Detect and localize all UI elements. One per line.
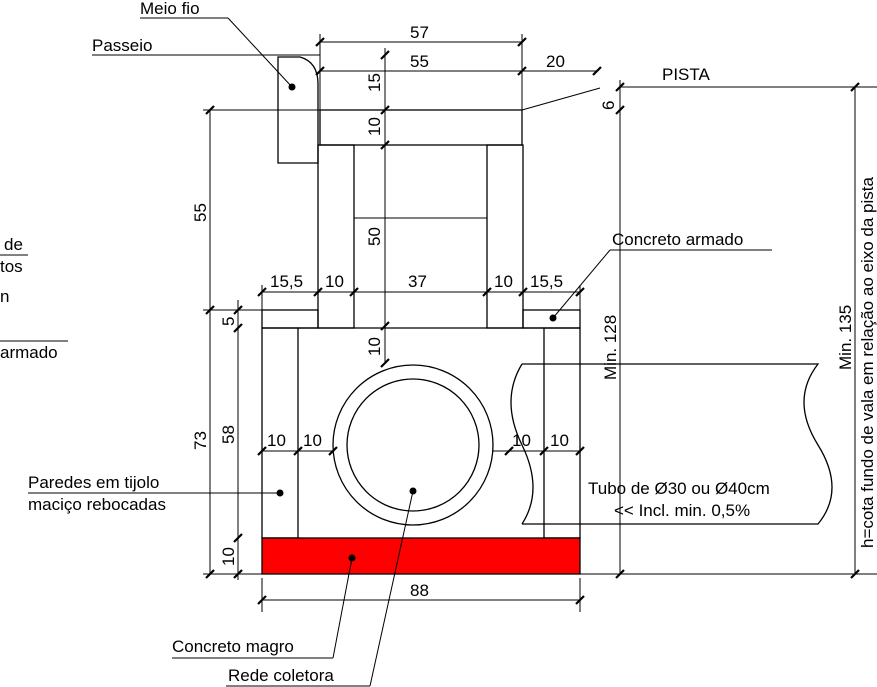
dim-10-base: 10 (219, 547, 238, 566)
dim-57: 57 (410, 23, 429, 42)
cut-text-3: n (0, 287, 9, 306)
cut-text-2: tos (0, 257, 23, 276)
dim-10-a: 10 (325, 272, 344, 291)
ledge-left (261, 309, 319, 329)
dim-15-5-left: 15,5 (270, 272, 303, 291)
side-pipe (522, 363, 833, 525)
dim-15-5-right: 15,5 (530, 272, 563, 291)
dim-10-inner: 10 (365, 337, 384, 356)
pipe-inner (346, 378, 480, 512)
dim-73: 73 (191, 431, 210, 450)
label-meio-fio: Meio fio (140, 0, 200, 18)
dim-10-b: 10 (494, 272, 513, 291)
label-passeio: Passeio (92, 36, 152, 55)
dim-88: 88 (410, 581, 429, 600)
cut-text-1: de (4, 235, 23, 254)
cut-text-4: armado (0, 343, 58, 362)
dim-6: 6 (599, 101, 618, 110)
dim-10-slab: 10 (365, 117, 384, 136)
dim-5: 5 (219, 317, 238, 326)
dim-10-w3: 10 (512, 431, 531, 450)
dim-10-w2: 10 (303, 431, 322, 450)
label-min-135: Min. 135 (836, 305, 855, 370)
dim-15-vertical: 15 (365, 73, 384, 92)
top-slab (319, 109, 523, 146)
dim-10-w4: 10 (550, 431, 569, 450)
label-pista: PISTA (662, 65, 711, 84)
curb-meio-fio (277, 56, 319, 164)
label-h-cota: h=cota fundo de vala em relação ao eixo … (858, 177, 877, 548)
dim-10-w1: 10 (267, 431, 286, 450)
dim-58: 58 (219, 425, 238, 444)
pipe-outer (332, 364, 494, 526)
dim-55-top: 55 (410, 52, 429, 71)
label-tubo-1: Tubo de Ø30 ou Ø40cm (588, 479, 770, 498)
neck-wall-right (486, 144, 524, 329)
dim-37: 37 (408, 272, 427, 291)
label-rede-coletora: Rede coletora (228, 666, 334, 685)
dim-50: 50 (365, 227, 384, 246)
label-paredes-1: Paredes em tijolo (28, 473, 159, 492)
label-min-128: Min. 128 (601, 315, 620, 380)
label-concreto-armado: Concreto armado (612, 230, 743, 249)
dim-20: 20 (546, 52, 565, 71)
neck-wall-left (317, 144, 355, 329)
label-paredes-2: maciço rebocadas (28, 495, 166, 514)
label-concreto-magro: Concreto magro (172, 637, 294, 656)
base-concreto-magro (261, 537, 581, 575)
dim-55-left: 55 (191, 203, 210, 222)
label-tubo-2: << Incl. min. 0,5% (614, 501, 750, 520)
